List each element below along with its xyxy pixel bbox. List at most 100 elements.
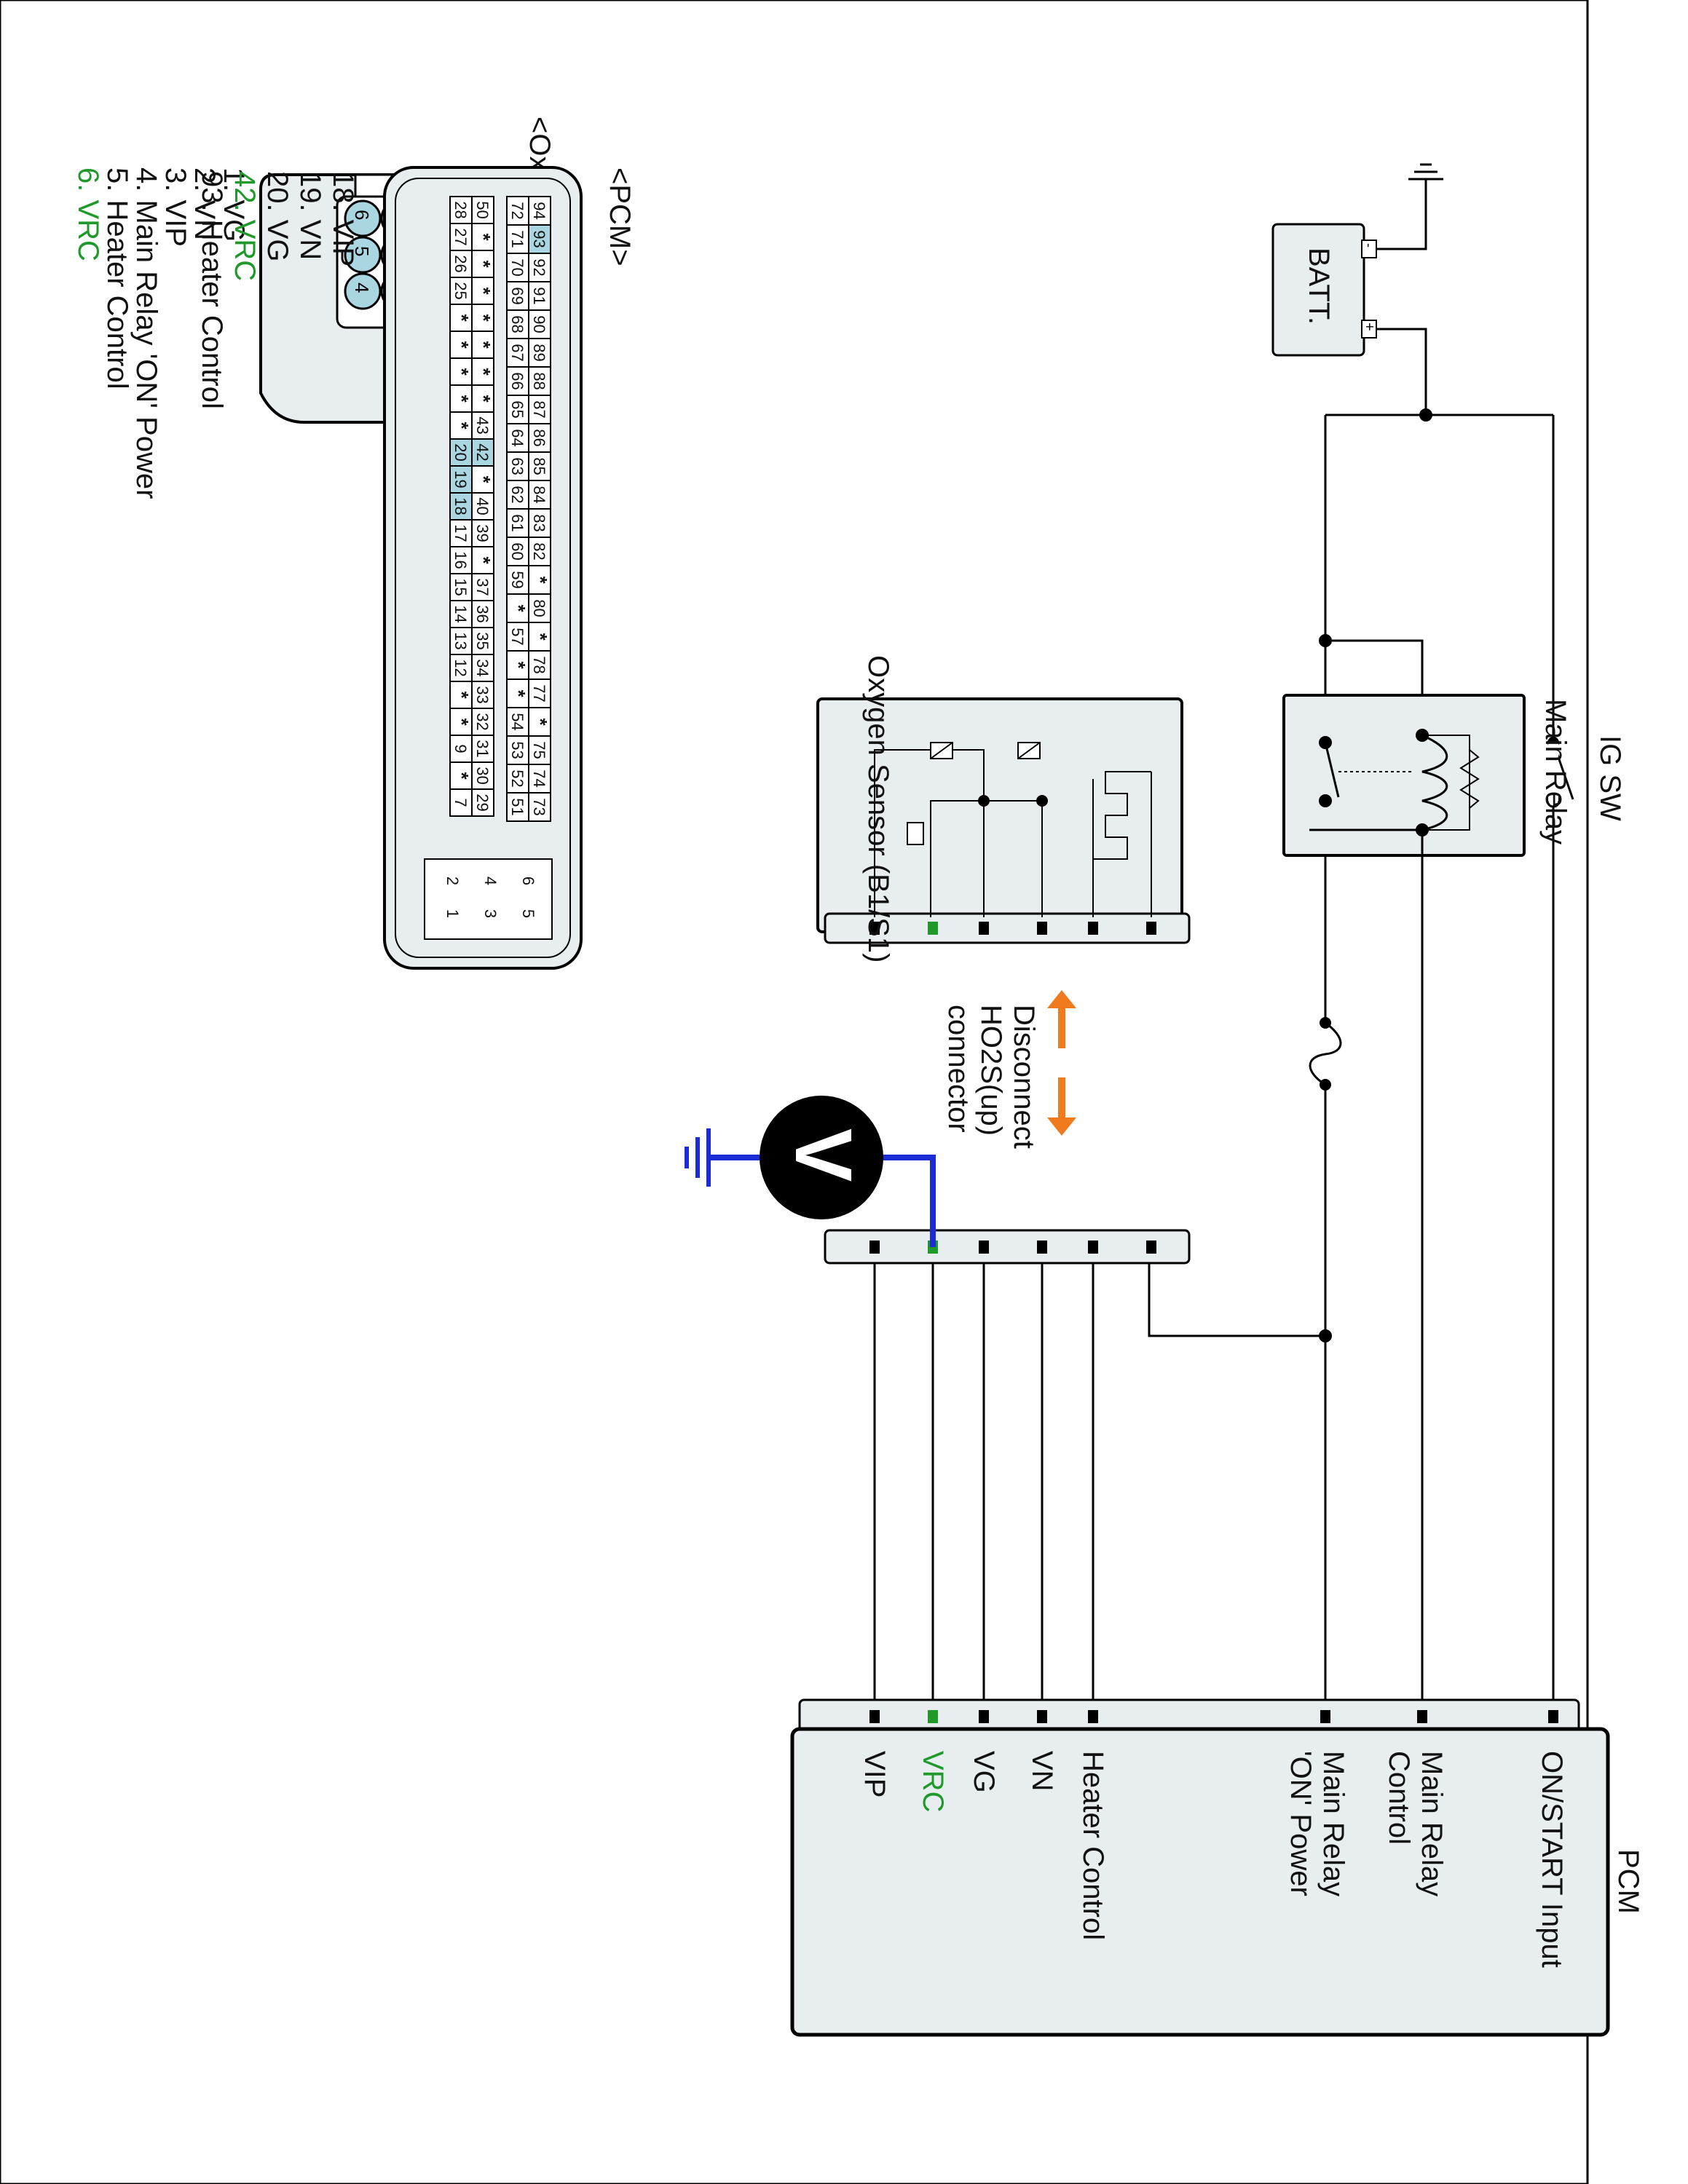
harness-connector-strip: [824, 1229, 1191, 1265]
pcm-aux-pin-number: 2: [443, 877, 462, 885]
pcm-pin-number: 68: [508, 315, 526, 333]
pcm-pin-number: 73: [530, 798, 548, 815]
pcm-pin-number: *: [451, 341, 473, 349]
orange-arrowhead-right: [1047, 1117, 1076, 1136]
pcm-pin-number: 16: [451, 551, 470, 569]
sensor-cell-loop: [874, 749, 985, 801]
pcm-pin-number: 90: [530, 315, 548, 333]
pcm: PCM ON/START Input Main Relay Control Ma…: [790, 1698, 1644, 2037]
pcm-pin-number: *: [473, 341, 494, 349]
pcm-pin-number: 72: [508, 202, 526, 219]
pcm-pin-number: *: [473, 395, 494, 403]
pcm-pin-number: 31: [473, 740, 492, 757]
pcm-pin-number: 85: [530, 457, 548, 475]
probe-wire: [872, 1155, 936, 1247]
o2-pin: [344, 236, 382, 274]
pcm-pin-number: 91: [530, 287, 548, 304]
pcm-pin-number: *: [473, 233, 494, 241]
pcm-pin-number: 65: [508, 400, 526, 418]
pcm-pin-number: *: [473, 556, 494, 564]
pcm-pin-vn: VN: [1026, 1751, 1058, 1792]
sensor-node: [1036, 795, 1048, 807]
pcm-pin-number: *: [508, 689, 529, 697]
pcm-pin-main-relay-control-1: Main Relay: [1416, 1751, 1448, 1896]
pcm-pin-number: 89: [530, 344, 548, 361]
pcm-pin-number: *: [451, 772, 473, 780]
pcm-pin-number: 25: [451, 282, 470, 299]
harness-pin: [979, 1241, 989, 1254]
pcm-pin-number: 63: [508, 457, 526, 475]
pcm-pin-number: 35: [473, 632, 492, 649]
pcm-pin-number: 78: [530, 656, 548, 673]
pcm-aux-pin-number: 5: [519, 909, 537, 918]
pcm-pin-number: 84: [530, 486, 548, 503]
pcm-pin-number: *: [473, 314, 494, 322]
relay-resistor-loop: [1422, 735, 1470, 831]
pcm-connector-face: <PCM> 94939291908988878685848382*80*7877…: [196, 166, 636, 970]
pcm-pin-number: 52: [508, 769, 526, 787]
pcm-pin-cell: [449, 788, 473, 817]
pcm-pin: [1320, 1710, 1330, 1723]
page-border: [0, 0, 1589, 2184]
pcm-pin-number: *: [473, 368, 494, 376]
pcm-pin-number: 59: [508, 571, 526, 588]
pcm-pin-number: 62: [508, 486, 526, 503]
pcm-pin-number: 80: [530, 599, 548, 617]
fuse: [1309, 1017, 1342, 1091]
ground-symbol: [1408, 163, 1443, 181]
o2-pin-label: 5: [351, 246, 373, 256]
pcm-legend-1: 18. VIP: [327, 171, 359, 266]
pcm-pin-number: *: [473, 260, 494, 268]
pcm-pin-number: 94: [530, 202, 548, 219]
pcm-pin-number: 20: [451, 443, 470, 461]
pcm-pin-number: 43: [473, 416, 492, 434]
harness-pin: [869, 1241, 880, 1254]
pcm-pin-heater-control: Heater Control: [1077, 1751, 1109, 1940]
ig-switch: IG SW: [1546, 735, 1626, 821]
harness-connector: [824, 1229, 1191, 1265]
pcm-legend-2: 19. VN: [294, 171, 326, 260]
battery-positive-wire: [1376, 328, 1427, 415]
pcm-pin-vrc: VRC: [917, 1751, 949, 1812]
battery-minus-sign: -: [1362, 243, 1376, 248]
o2-legend-5: 5. Heater Control: [101, 167, 133, 389]
disconnect-line-3: connector: [942, 1005, 974, 1133]
voltmeter-body: [760, 1096, 883, 1219]
pcm-pin-number: 18: [451, 497, 470, 515]
o2-legend-1: 1. VG: [218, 167, 250, 242]
pcm-pin-number: 19: [451, 470, 470, 488]
pcm-pin-number: 13: [451, 632, 470, 649]
pcm-pin: [1037, 1710, 1047, 1723]
pcm-aux-block: [424, 858, 553, 940]
pcm-pin-number: 26: [451, 255, 470, 272]
oxygen-sensor-connector-strip: [824, 912, 1191, 944]
pcm-pin-number: 61: [508, 514, 526, 531]
pcm-pin-number: 74: [530, 769, 548, 787]
orange-arrowhead-left: [1047, 990, 1076, 1008]
pcm-pin-number: 86: [530, 429, 548, 446]
pcm-pin-on-start: ON/START Input: [1536, 1751, 1568, 1968]
pcm-pin: [1417, 1710, 1427, 1723]
heater-feed-wire: [1148, 1252, 1325, 1337]
pcm-pin-number: *: [529, 718, 551, 726]
pcm-pin-number: 83: [530, 514, 548, 531]
heater-element: [1093, 771, 1151, 860]
pcm-pin-number: *: [451, 691, 473, 699]
pcm-pin-number: 54: [508, 713, 526, 730]
pcm-pin-number: 39: [473, 524, 492, 542]
pcm-pin-number: 36: [473, 605, 492, 622]
pcm-pin-number: 40: [473, 497, 492, 515]
relay-contact-arm: [1324, 742, 1340, 798]
pcm-pin-main-relay-power-1: Main Relay: [1317, 1751, 1349, 1896]
pcm-pin-number: 14: [451, 605, 470, 622]
pcm-pin-number: 64: [508, 429, 526, 446]
pcm-pin-vg: VG: [968, 1751, 1000, 1793]
pcm-pin-number: 92: [530, 258, 548, 276]
pcm-pin-number: 87: [530, 400, 548, 418]
pcm-box: [790, 1727, 1610, 2037]
pcm-legend-4: 42. VRC: [229, 171, 261, 281]
pcm-pin: [869, 1710, 880, 1723]
disconnect-line-2: HO2S(up): [975, 1005, 1007, 1136]
